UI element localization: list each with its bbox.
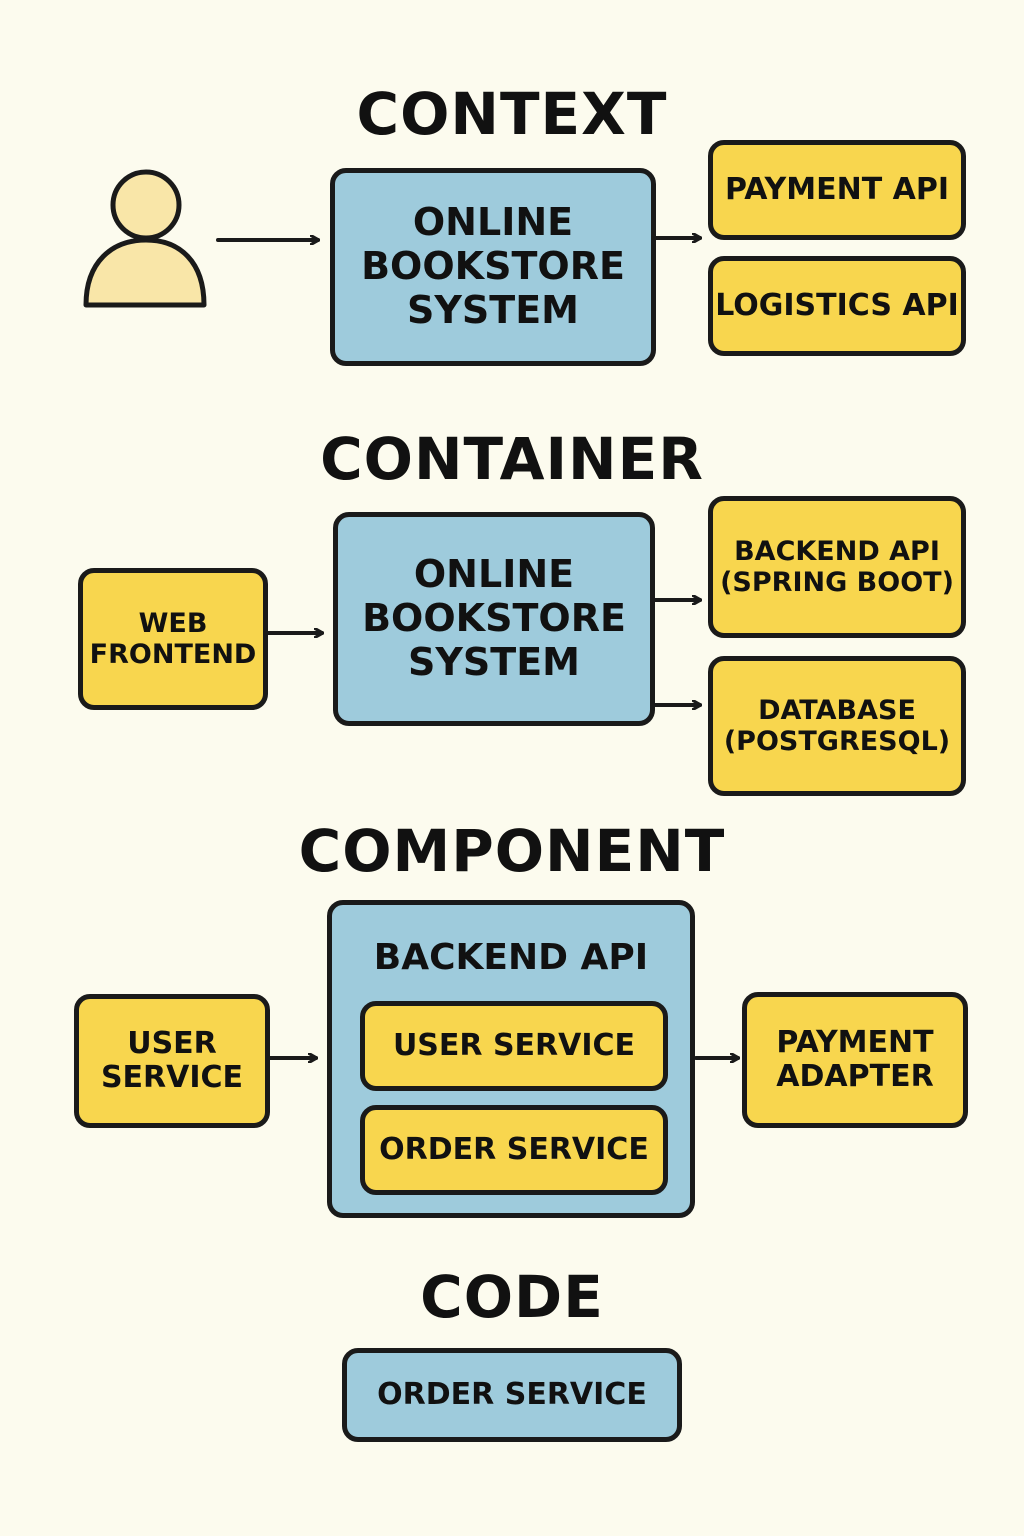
component-heading: COMPONENT	[298, 817, 726, 885]
payment-api-box: PAYMENT API	[708, 140, 966, 240]
code-order-service-box: ORDER SERVICE	[342, 1348, 682, 1442]
backend-api-box: BACKEND API (SPRING BOOT)	[708, 496, 966, 638]
backend-api-group: BACKEND API USER SERVICE ORDER SERVICE	[327, 900, 695, 1218]
logistics-api-box: LOGISTICS API	[708, 256, 966, 356]
context-system-box: ONLINE BOOKSTORE SYSTEM	[330, 168, 656, 366]
web-frontend-box: WEB FRONTEND	[78, 568, 268, 710]
container-heading: CONTAINER	[320, 425, 704, 493]
user-service-caller-box: USER SERVICE	[74, 994, 270, 1128]
code-heading: CODE	[420, 1263, 604, 1331]
user-service-box: USER SERVICE	[360, 1001, 668, 1091]
database-box: DATABASE (POSTGRESQL)	[708, 656, 966, 796]
context-heading: CONTEXT	[356, 80, 668, 148]
backend-api-group-title: BACKEND API	[373, 937, 649, 978]
order-service-box: ORDER SERVICE	[360, 1105, 668, 1195]
payment-adapter-box: PAYMENT ADAPTER	[742, 992, 968, 1128]
container-system-box: ONLINE BOOKSTORE SYSTEM	[333, 512, 655, 726]
